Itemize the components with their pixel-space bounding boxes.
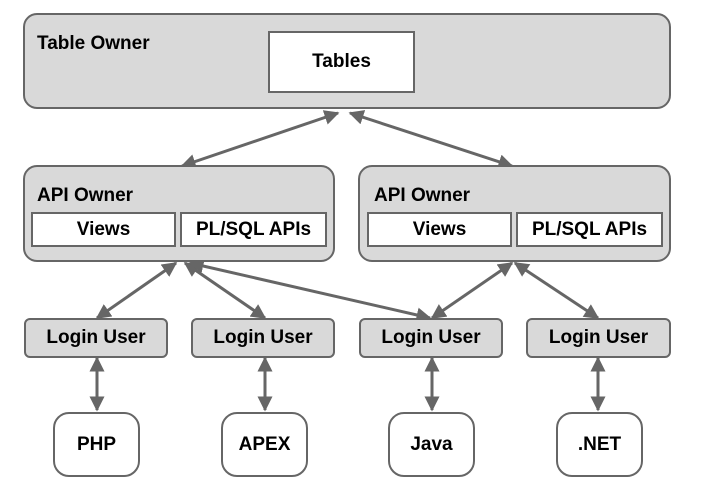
api-owner-left-title: API Owner — [37, 185, 134, 206]
login-user-3: Login User — [359, 318, 503, 358]
plsql-apis-left-box: PL/SQL APIs — [180, 212, 327, 247]
client-apex: APEX — [221, 412, 308, 477]
api-owner-right-title: API Owner — [374, 185, 471, 206]
arrow-table-to-api-left — [180, 110, 340, 169]
arrow-api-right-to-login-3 — [430, 261, 514, 320]
arrow-api-left-to-login-3 — [188, 258, 432, 323]
plsql-apis-right-box: PL/SQL APIs — [516, 212, 663, 247]
client-net: .NET — [556, 412, 643, 477]
arrow-api-left-to-login-1 — [95, 261, 178, 320]
arrow-table-to-api-right — [348, 110, 514, 169]
client-java: Java — [388, 412, 475, 477]
login-user-1: Login User — [24, 318, 168, 358]
login-user-4: Login User — [526, 318, 671, 358]
views-right-box: Views — [367, 212, 512, 247]
client-php: PHP — [53, 412, 140, 477]
tables-box: Tables — [268, 31, 415, 93]
table-owner-title: Table Owner — [37, 33, 150, 54]
views-left-box: Views — [31, 212, 176, 247]
login-user-2: Login User — [191, 318, 335, 358]
arrow-api-right-to-login-4 — [513, 261, 600, 320]
